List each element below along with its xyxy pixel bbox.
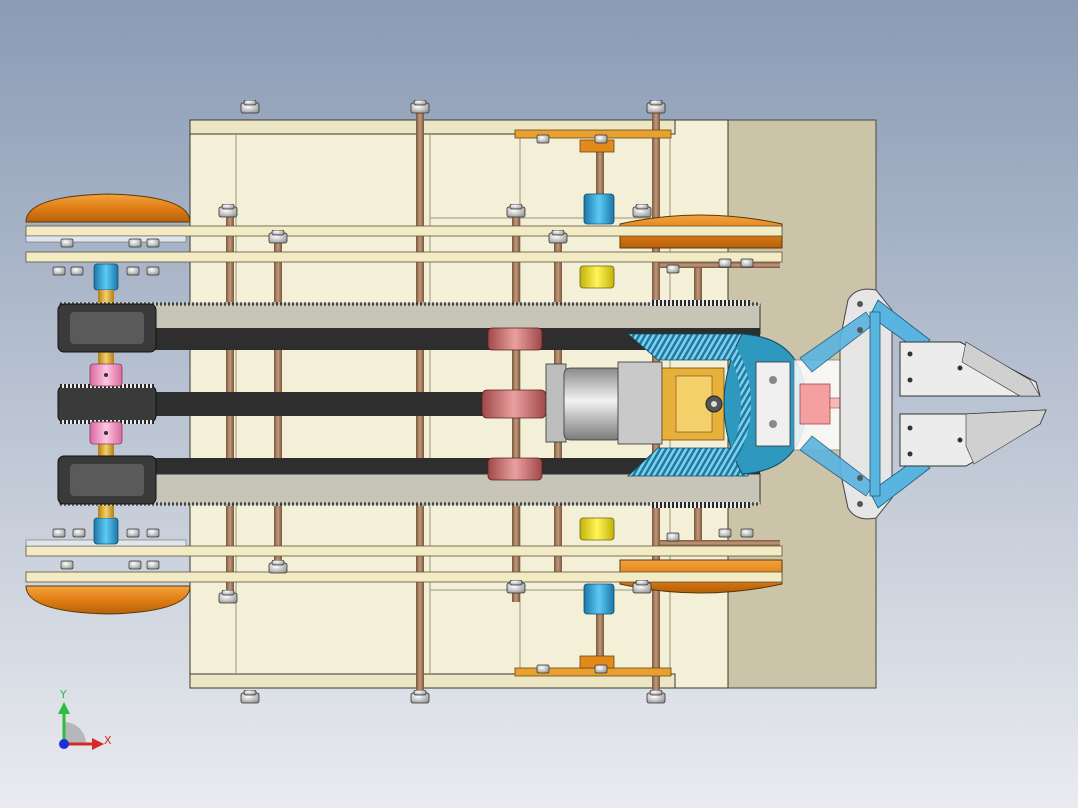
gear-rack-bottom [650, 502, 750, 508]
left-pulley-stack [57, 303, 157, 505]
red-idler-pulley-icon [481, 327, 547, 481]
yellow-coupler-icon [579, 265, 615, 541]
track-belt-lower [59, 458, 761, 506]
gripper-finger-upper [899, 341, 1041, 397]
top-bracket [514, 129, 672, 139]
x-axis-label: X [104, 734, 112, 747]
blue-coupler-icon [93, 193, 615, 615]
frame-bottom-rail [189, 673, 676, 689]
orange-wheel-top-left [25, 193, 191, 223]
track-belt-upper [59, 302, 761, 350]
copper-rod-lower [660, 540, 780, 546]
y-axis-label: Y [59, 688, 67, 701]
axis-triad: Y X [58, 688, 112, 750]
orange-wheel-bottom-left [25, 585, 191, 615]
gear-rack-top [650, 300, 750, 306]
drive-motor [545, 361, 725, 445]
gripper-finger-lower [899, 409, 1047, 467]
pink-pulley-icon [89, 363, 123, 445]
gripper-assembly [755, 288, 931, 520]
